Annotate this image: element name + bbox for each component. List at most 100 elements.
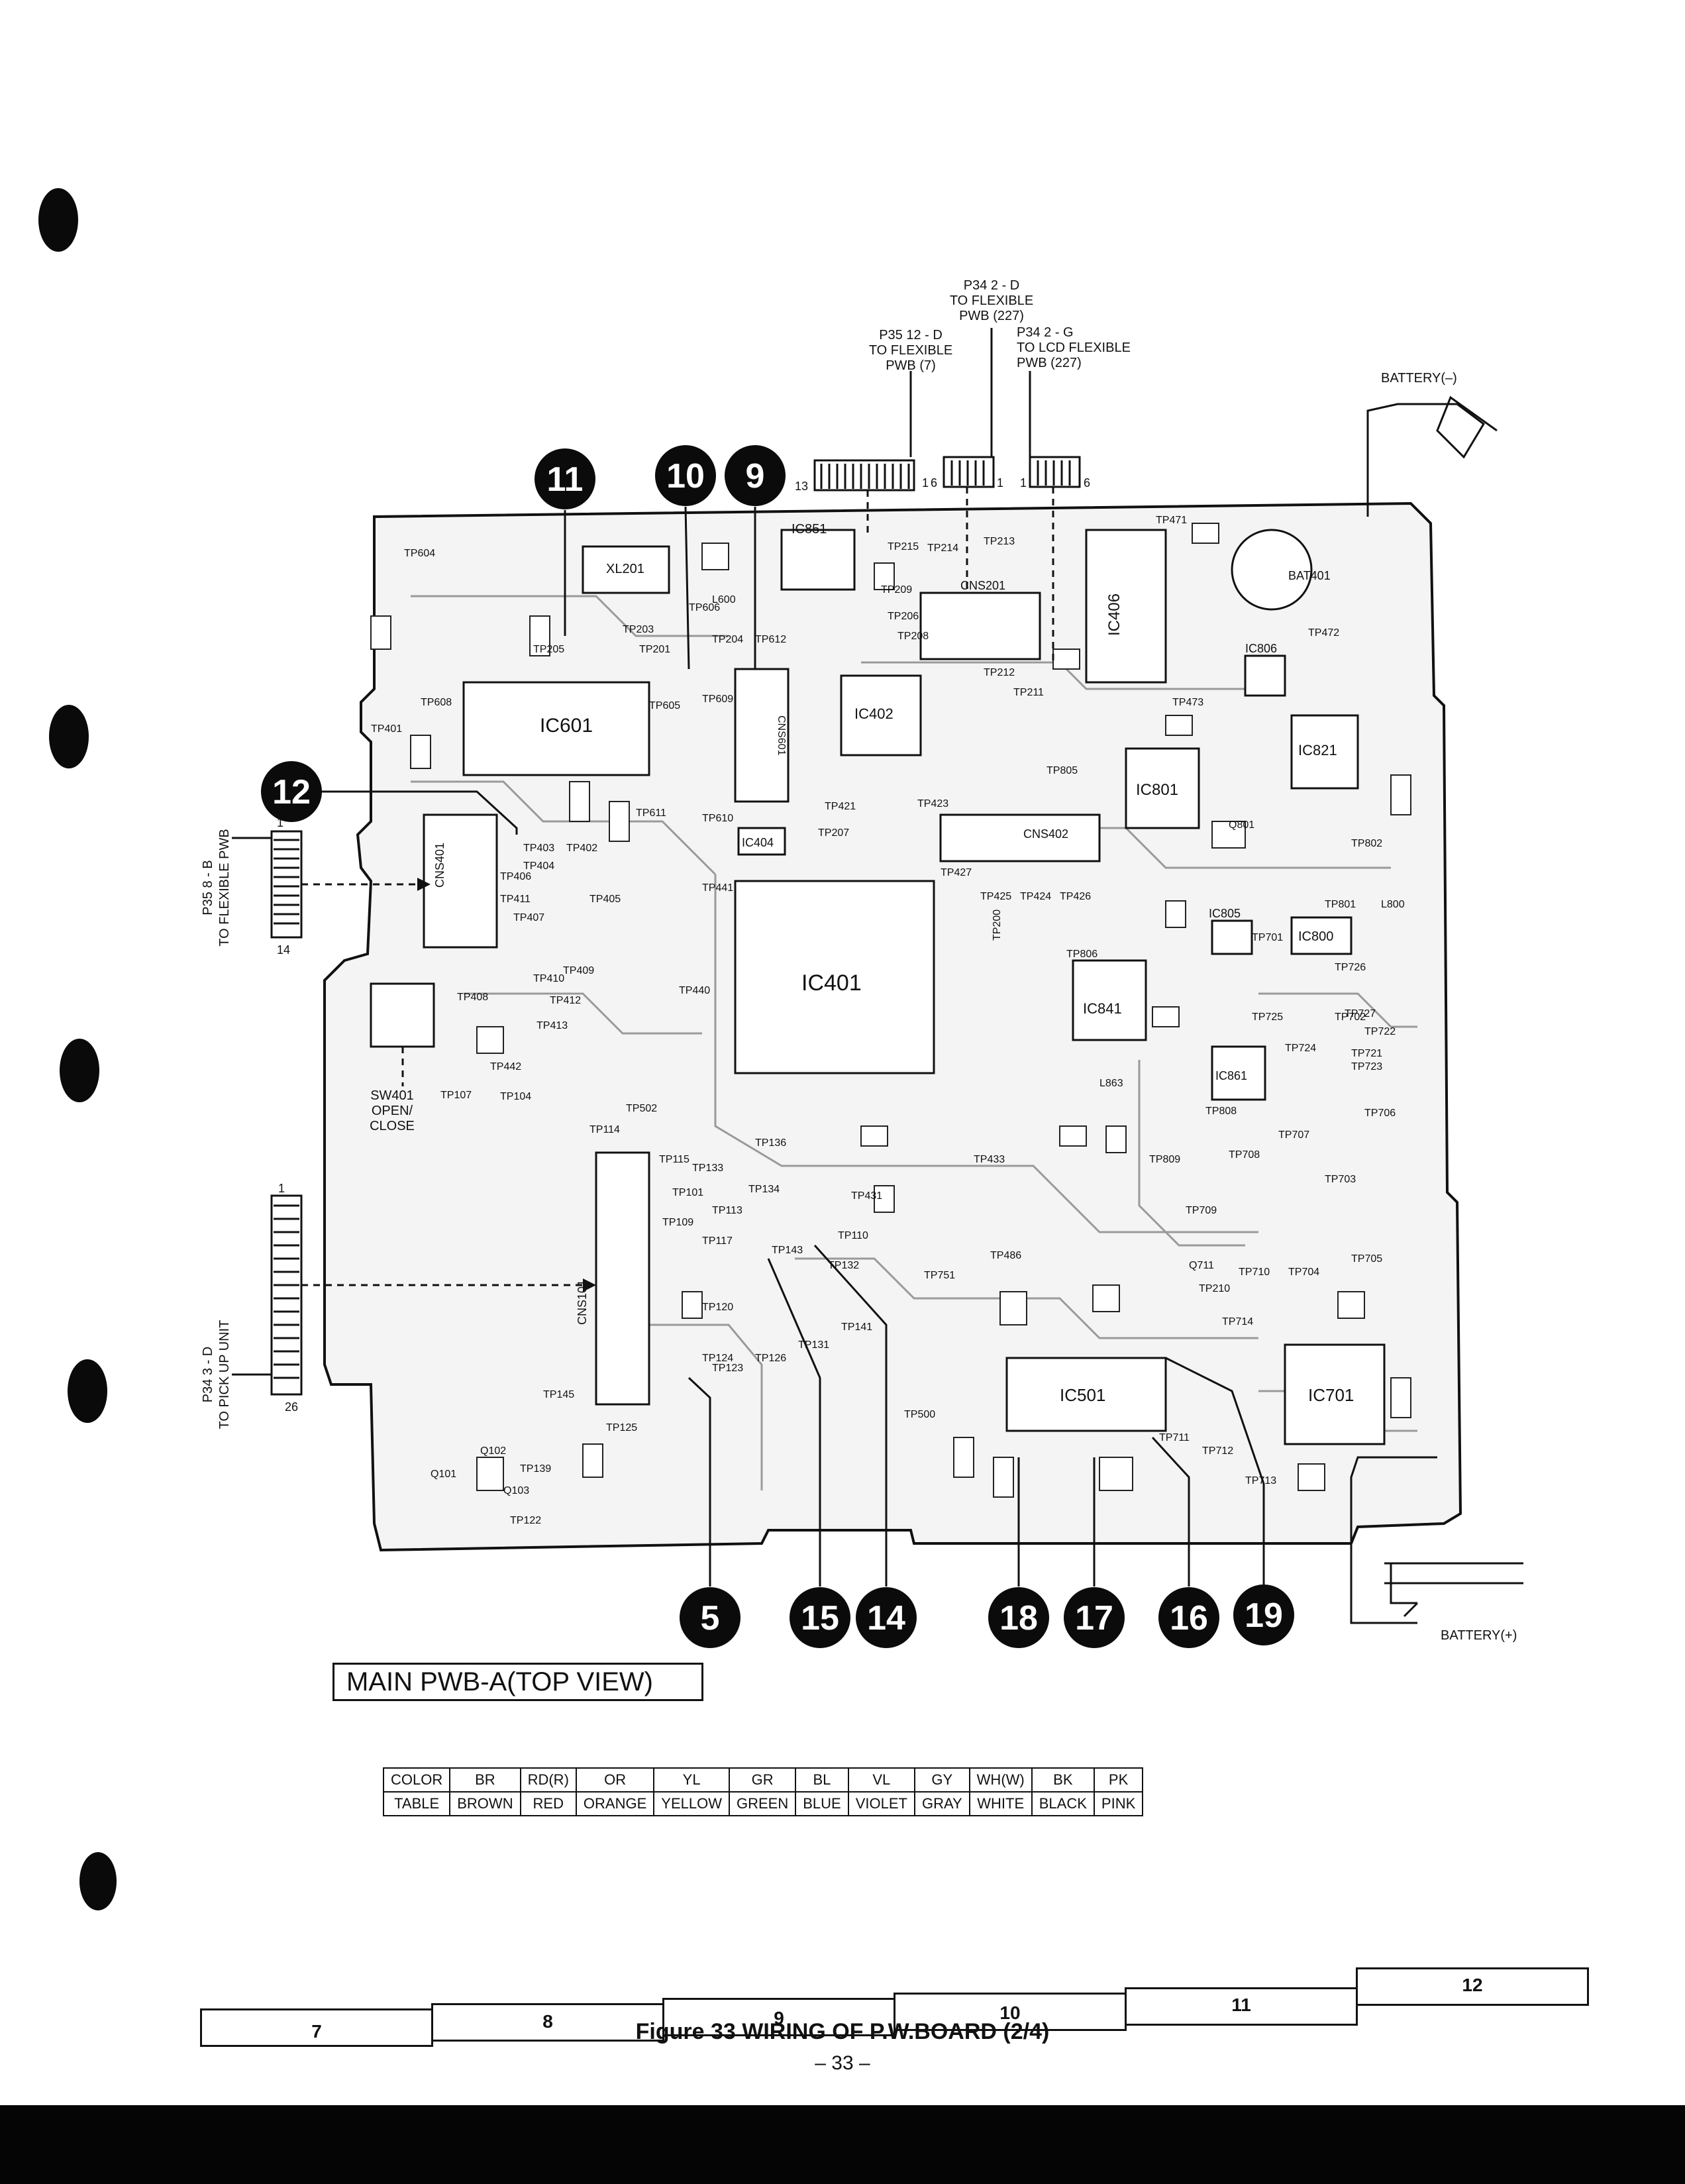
- note-left-b-2: TO PICK UP UNIT: [217, 1320, 232, 1430]
- svg-text:12: 12: [272, 773, 311, 811]
- label-tp440: TP440: [679, 985, 710, 996]
- color-table-label: TABLE: [382, 1791, 451, 1816]
- label-ic806: IC806: [1245, 642, 1277, 655]
- label-xl201: XL201: [606, 562, 644, 576]
- external-connectors: 13 1 6 1 1 6: [232, 328, 1523, 1624]
- label-tp704: TP704: [1288, 1267, 1319, 1278]
- callout-11: 11: [535, 448, 595, 509]
- label-tp107: TP107: [440, 1090, 472, 1101]
- label-tp710: TP710: [1239, 1267, 1270, 1278]
- cns101-pin-bottom: 26: [285, 1400, 298, 1414]
- label-tp402: TP402: [566, 843, 597, 854]
- color-name: ORANGE: [575, 1791, 655, 1816]
- board-title: MAIN PWB-A(TOP VIEW): [332, 1663, 703, 1701]
- color-name: BLACK: [1031, 1791, 1095, 1816]
- callout-5: 5: [680, 1587, 740, 1648]
- label-cns201: CNS201: [960, 579, 1005, 592]
- cn-c-right-pin: 6: [1084, 476, 1090, 490]
- label-tp205: TP205: [533, 644, 564, 655]
- label-tp502: TP502: [626, 1103, 657, 1114]
- label-tp604: TP604: [404, 548, 435, 559]
- zone-grid: 7 8 9 10 11 12: [200, 1967, 1591, 2048]
- label-tp215: TP215: [888, 541, 919, 552]
- cn-b-left-pin: 6: [931, 476, 937, 490]
- color-code: OR: [575, 1767, 655, 1793]
- label-tp143: TP143: [772, 1245, 803, 1256]
- label-tp426: TP426: [1060, 891, 1091, 902]
- label-tp120: TP120: [702, 1302, 733, 1313]
- ic-chips: [423, 529, 1386, 1445]
- label-tp473: TP473: [1172, 697, 1203, 708]
- label-tp612: TP612: [755, 634, 786, 645]
- label-tp809: TP809: [1149, 1154, 1180, 1165]
- label-tp403: TP403: [523, 843, 554, 854]
- color-name: VIOLET: [847, 1791, 915, 1816]
- label-tp706: TP706: [1364, 1108, 1396, 1119]
- ic821-body: [1290, 714, 1359, 790]
- label-tp471: TP471: [1156, 515, 1187, 526]
- color-name: RED: [519, 1791, 577, 1816]
- note-left-b-1: P34 3 - D: [201, 1347, 215, 1402]
- label-tp701: TP701: [1252, 932, 1283, 943]
- grid-col-11: 11: [1125, 1987, 1358, 2026]
- label-tp427: TP427: [941, 867, 972, 878]
- cns601-body: [734, 668, 790, 803]
- label-tp406: TP406: [500, 871, 531, 882]
- board-labels: IC601 IC851 IC402 IC406 IC401 IC801 IC82…: [371, 515, 1405, 1526]
- color-code: GY: [913, 1767, 970, 1793]
- cns401-pin-bottom: 14: [277, 943, 290, 957]
- sw401-body: [370, 982, 435, 1048]
- ic406-body: [1085, 529, 1167, 684]
- label-ic805: IC805: [1209, 907, 1241, 920]
- label-tp424: TP424: [1020, 891, 1051, 902]
- label-tp125: TP125: [606, 1422, 637, 1433]
- label-tp104: TP104: [500, 1091, 531, 1102]
- label-ic841: IC841: [1083, 1000, 1122, 1017]
- svg-text:5: 5: [701, 1599, 720, 1638]
- label-ic501: IC501: [1060, 1385, 1105, 1405]
- note-top-c-3: PWB (227): [1017, 356, 1082, 370]
- note-top-a-1: P35 12 - D: [879, 328, 943, 342]
- label-tp109: TP109: [662, 1217, 693, 1228]
- label-tp707: TP707: [1278, 1129, 1309, 1141]
- connector-notes: P35 12 - D TO FLEXIBLE PWB (7) P34 2 - D…: [201, 278, 1517, 1643]
- binder-hole-3: [60, 1039, 99, 1102]
- callout-16: 16: [1158, 1587, 1219, 1648]
- xl201-body: [582, 545, 670, 594]
- svg-text:16: 16: [1170, 1599, 1208, 1638]
- label-tp122: TP122: [510, 1515, 541, 1526]
- label-tp131: TP131: [798, 1339, 829, 1351]
- label-tp123: TP123: [712, 1363, 743, 1374]
- note-left-a-2: TO FLEXIBLE PWB: [217, 829, 232, 946]
- color-code: YL: [653, 1767, 730, 1793]
- note-switch-2: OPEN/: [372, 1104, 413, 1118]
- binder-hole-4: [68, 1359, 107, 1423]
- color-name: YELLOW: [653, 1791, 730, 1816]
- label-q711: Q711: [1189, 1260, 1214, 1271]
- label-tp411: TP411: [500, 894, 531, 905]
- label-tp727: TP727: [1345, 1008, 1376, 1019]
- page-number: – 33 –: [815, 2052, 870, 2074]
- ic401-body: [734, 880, 935, 1074]
- label-tp805: TP805: [1047, 765, 1078, 776]
- label-l863: L863: [1099, 1078, 1123, 1089]
- label-tp401: TP401: [371, 723, 402, 735]
- label-q102: Q102: [480, 1445, 506, 1457]
- color-name: WHITE: [968, 1791, 1033, 1816]
- label-ic851: IC851: [791, 522, 827, 537]
- label-tp136: TP136: [755, 1137, 786, 1149]
- ic601-body: [462, 681, 650, 776]
- label-q101: Q101: [431, 1469, 456, 1480]
- label-tp721: TP721: [1351, 1048, 1382, 1059]
- svg-text:17: 17: [1075, 1599, 1113, 1638]
- note-top-c-2: TO LCD FLEXIBLE: [1017, 340, 1131, 355]
- cns401-body: [423, 813, 498, 949]
- label-tp410: TP410: [533, 973, 564, 984]
- note-switch-3: CLOSE: [370, 1119, 415, 1133]
- note-top-a-2: TO FLEXIBLE: [869, 343, 952, 358]
- label-ic406: IC406: [1105, 594, 1123, 636]
- connector-left-a: [270, 830, 303, 939]
- label-tp211: TP211: [1013, 687, 1044, 698]
- cns201-body: [919, 592, 1041, 660]
- cn-c-left-pin: 1: [1020, 476, 1027, 490]
